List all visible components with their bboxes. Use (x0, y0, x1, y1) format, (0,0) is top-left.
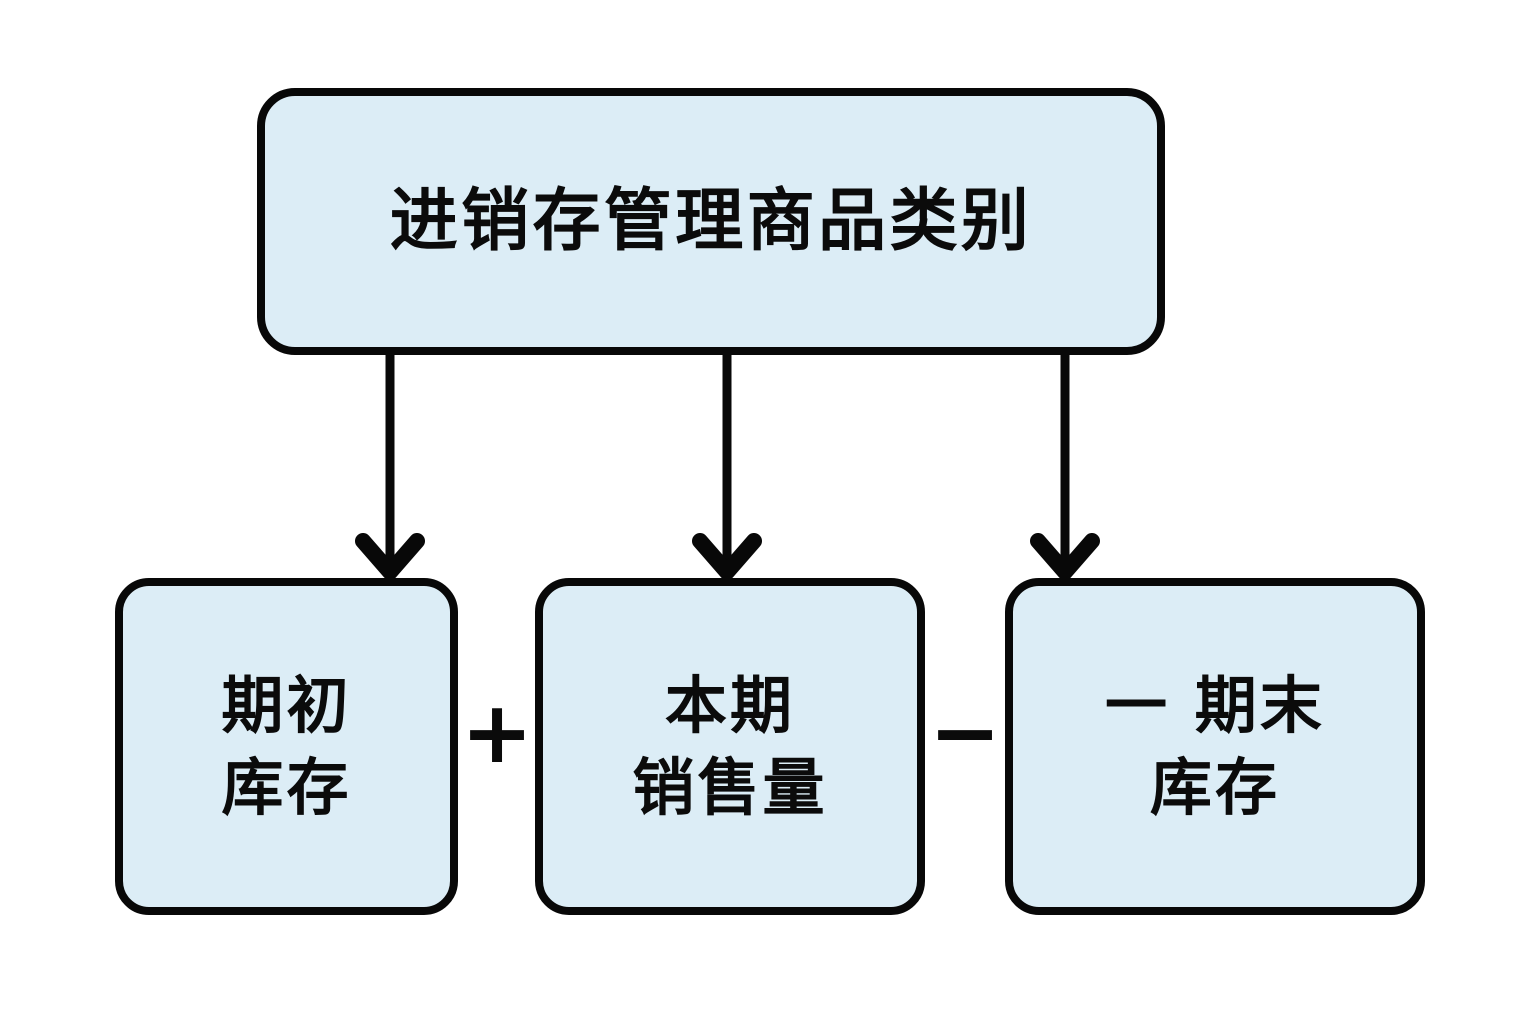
node-end-stock-line-1: 一 期末 (1105, 668, 1325, 742)
arrowhead-period-sales-icon (692, 533, 762, 580)
node-root-line-1: 进销存管理商品类别 (389, 181, 1033, 261)
node-end-stock[interactable]: 一 期末 库存 (1005, 578, 1425, 915)
node-begin-stock-line-2: 库存 (221, 750, 352, 824)
node-period-sales-line-1: 本期 (664, 668, 796, 742)
arrowhead-end-stock-icon (1030, 533, 1100, 580)
node-begin-stock[interactable]: 期初 库存 (115, 578, 458, 915)
node-begin-stock-line-1: 期初 (221, 668, 352, 742)
node-root[interactable]: 进销存管理商品类别 (257, 88, 1165, 355)
node-period-sales-line-2: 销售量 (632, 750, 828, 824)
operator-minus: − (928, 683, 1002, 783)
operator-plus: + (460, 683, 534, 783)
arrowhead-begin-stock-icon (355, 533, 425, 580)
node-end-stock-line-2: 库存 (1149, 750, 1281, 824)
node-period-sales[interactable]: 本期 销售量 (535, 578, 925, 915)
